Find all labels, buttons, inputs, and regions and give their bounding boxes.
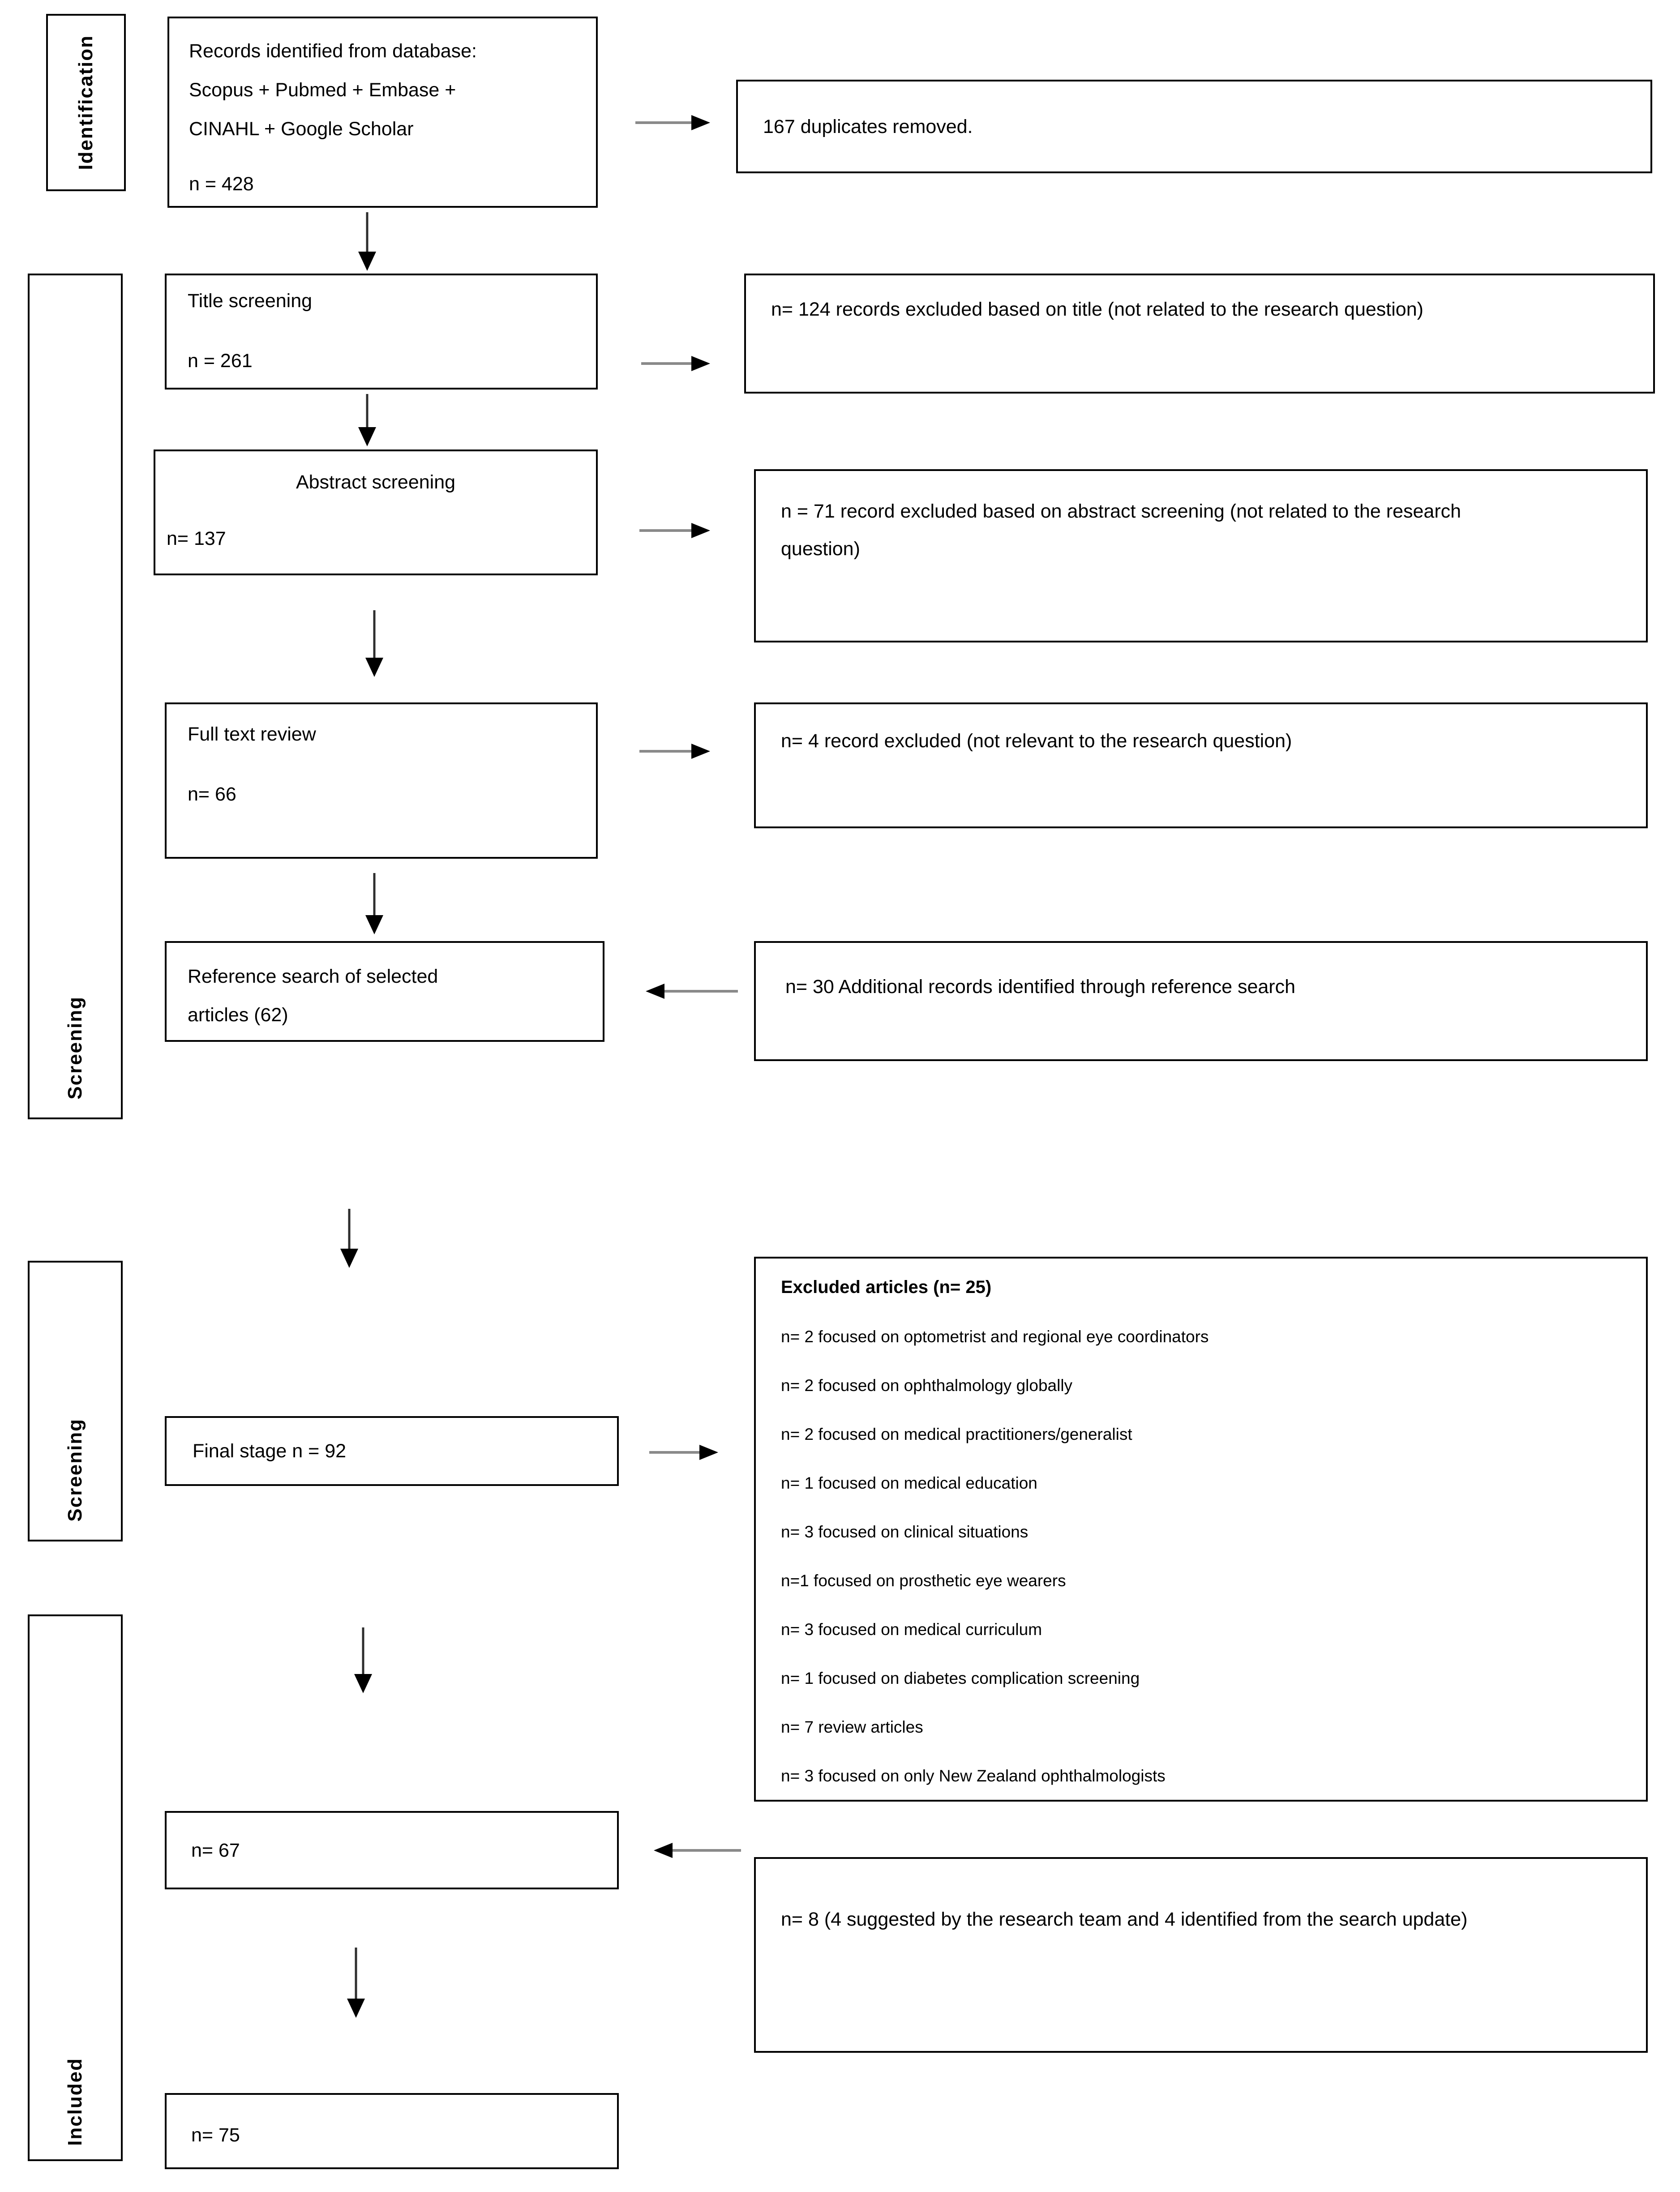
reference-search-box: Reference search of selected articles (6…	[165, 941, 604, 1042]
excluded-articles-item: n= 1 focused on diabetes complication sc…	[781, 1669, 1140, 1687]
reference-added-text: n= 30 Additional records identified thro…	[785, 976, 1296, 998]
reference-search-line1: Reference search of selected	[188, 966, 438, 987]
abstract-excluded-text: n = 71 record excluded based on abstract…	[781, 501, 1461, 560]
excluded-articles-item: n= 1 focused on medical education	[781, 1474, 1037, 1492]
reference-added-box: n= 30 Additional records identified thro…	[754, 941, 1648, 1061]
title-excluded-text: n= 124 records excluded based on title (…	[771, 299, 1423, 320]
excluded-articles-item: n= 2 focused on ophthalmology globally	[781, 1376, 1073, 1395]
search-update-added-box: n= 8 (4 suggested by the research team a…	[754, 1857, 1648, 2053]
title-screening-count: n = 261	[188, 350, 253, 372]
arrow-records-to-duplicates-icon	[635, 115, 710, 130]
stage-box-included: Included	[28, 1614, 123, 2161]
excluded-articles-item: n= 3 focused on only New Zealand ophthal…	[781, 1767, 1166, 1785]
records-line2: Scopus + Pubmed + Embase +	[189, 79, 456, 101]
arrow-title-to-excluded-icon	[641, 356, 710, 371]
excluded-articles-item: n= 2 focused on medical practitioners/ge…	[781, 1425, 1132, 1443]
included-final-count: n= 75	[191, 2124, 240, 2146]
excluded-articles-item: n=1 focused on prosthetic eye wearers	[781, 1571, 1066, 1590]
arrow-n8-to-n67-icon	[654, 1843, 741, 1858]
stage-box-screening-top: Screening	[28, 274, 123, 1119]
duplicates-removed-box: 167 duplicates removed.	[736, 80, 1652, 173]
arrow-n67-to-n75-icon	[347, 1948, 365, 2018]
arrow-refsearch-to-final-icon	[340, 1209, 358, 1268]
full-text-review-count: n= 66	[188, 783, 236, 805]
arrow-records-to-title-icon	[358, 212, 376, 271]
reference-search-line2: articles (62)	[188, 1004, 288, 1026]
duplicates-removed-text: 167 duplicates removed.	[763, 116, 973, 137]
abstract-screening-box: Abstract screening n= 137	[154, 450, 598, 575]
title-screening-box: Title screening n = 261	[165, 274, 598, 390]
arrow-title-to-abstract-icon	[358, 394, 376, 446]
final-stage-label: Final stage n = 92	[193, 1440, 347, 1462]
records-identified-box: Records identified from database: Scopus…	[167, 17, 598, 208]
arrow-final-to-excluded-icon	[649, 1445, 718, 1460]
abstract-excluded-box: n = 71 record excluded based on abstract…	[754, 469, 1648, 642]
stage-box-identification: Identification	[46, 14, 126, 191]
full-text-review-label: Full text review	[188, 724, 316, 745]
excluded-articles-item: n= 7 review articles	[781, 1718, 923, 1736]
arrow-abstract-to-excluded-icon	[639, 523, 710, 538]
records-line3: CINAHL + Google Scholar	[189, 118, 414, 140]
excluded-articles-item: n= 3 focused on clinical situations	[781, 1523, 1029, 1541]
search-update-added-text: n= 8 (4 suggested by the research team a…	[781, 1909, 1468, 1930]
included-interim-count: n= 67	[191, 1840, 240, 1861]
arrow-final-to-n67-icon	[354, 1627, 372, 1693]
abstract-screening-count: n= 137	[167, 528, 226, 549]
full-text-excluded-text: n= 4 record excluded (not relevant to th…	[781, 730, 1292, 752]
stage-box-screening-bottom: Screening	[28, 1261, 123, 1541]
excluded-articles-item: n= 2 focused on optometrist and regional…	[781, 1327, 1209, 1346]
included-final-box: n= 75	[165, 2093, 619, 2169]
arrow-abstract-to-fulltext-icon	[365, 610, 383, 677]
excluded-articles-box: Excluded articles (n= 25) n= 2 focused o…	[754, 1257, 1648, 1802]
full-text-excluded-box: n= 4 record excluded (not relevant to th…	[754, 702, 1648, 828]
included-interim-box: n= 67	[165, 1811, 619, 1889]
title-excluded-box: n= 124 records excluded based on title (…	[744, 274, 1655, 394]
arrow-refadded-to-refsearch-icon	[646, 984, 738, 999]
final-stage-box: Final stage n = 92	[165, 1416, 619, 1486]
title-screening-label: Title screening	[188, 290, 313, 312]
abstract-screening-label: Abstract screening	[296, 471, 456, 493]
excluded-articles-title: Excluded articles (n= 25)	[781, 1277, 992, 1297]
full-text-review-box: Full text review n= 66	[165, 702, 598, 859]
records-line1: Records identified from database:	[189, 40, 477, 62]
records-count: n = 428	[189, 173, 254, 195]
excluded-articles-item: n= 3 focused on medical curriculum	[781, 1620, 1042, 1639]
arrow-fulltext-to-refsearch-icon	[365, 873, 383, 934]
arrow-fulltext-to-excluded-icon	[639, 744, 710, 759]
